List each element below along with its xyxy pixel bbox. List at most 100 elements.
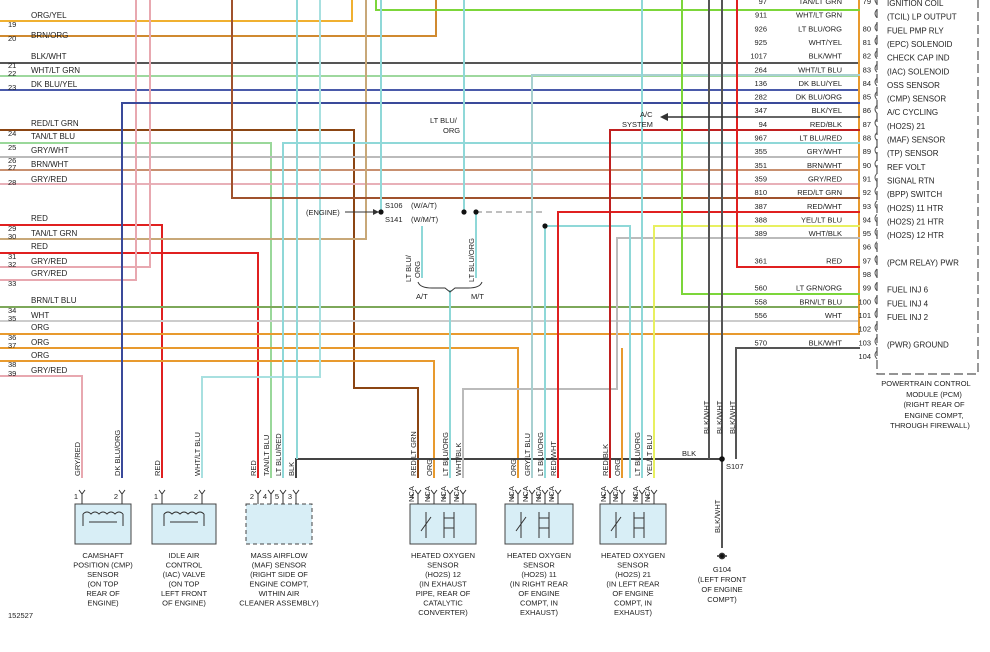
pcm-function: (HO2S) 11 HTR (887, 204, 944, 213)
s141-label: S141 (385, 215, 403, 224)
connector-wire-label: GRY/RED (73, 441, 82, 476)
pcm-pin-bracket (874, 36, 878, 46)
connector-wire-label: BLK (287, 462, 296, 476)
component-caption-line: ENGINE) (87, 599, 119, 608)
left-wire-label: BRN/ORG (31, 31, 68, 40)
pcm-pin-bracket (874, 104, 878, 114)
pcm-pin: 81 (863, 38, 871, 47)
pcm-pin: 97 (863, 256, 871, 265)
pcm-function: OSS SENSOR (887, 81, 940, 90)
g104-line: (LEFT FRONT (698, 575, 747, 584)
at-label: A/T (416, 292, 428, 301)
ac-system-1: A/C (640, 110, 653, 119)
connector-pin-number: 3 (426, 492, 430, 501)
pcm-pin-bracket (874, 9, 878, 19)
left-wire-label: RED/LT GRN (31, 119, 79, 128)
component-caption-line: CLEANER ASSEMBLY) (239, 599, 319, 608)
pcm-pin-bracket (874, 350, 878, 360)
engine-arrow-head (373, 209, 379, 215)
pcm-wire-color: GRY/RED (808, 174, 843, 183)
pcm-pin: 82 (863, 52, 871, 61)
s106-note: (W/A/T) (411, 201, 437, 210)
wire-org-37 (0, 347, 519, 478)
left-wire-number: 37 (8, 341, 16, 350)
right-blk-wht-2: BLK/WHT (715, 400, 724, 434)
connector-nca-label: NCA (611, 486, 620, 502)
wire-red-ltgrn (0, 129, 419, 478)
component-caption-line: (ON TOP (169, 580, 200, 589)
pcm-pin-bracket (874, 309, 878, 319)
pcm-wire-color: BLK/WHT (809, 338, 843, 347)
pcm-pin-bracket (874, 91, 878, 100)
wire-red-pcm (736, 0, 860, 268)
component-caption-line: HEATED OXYGEN (507, 551, 571, 560)
pcm-circuit: 925 (754, 38, 767, 47)
pcm-pin-bracket (874, 159, 878, 169)
pcm-function: FUEL INJ 4 (887, 299, 929, 308)
ac-arrow-head (660, 113, 668, 121)
pcm-circuit: 359 (754, 174, 767, 183)
left-wire-number: 33 (8, 279, 16, 288)
pcm-pin: 93 (863, 202, 871, 211)
pcm-function: (HO2S) 21 HTR (887, 217, 944, 226)
wire-gry-red-33 (0, 0, 137, 281)
left-wire-label: ORG (31, 338, 49, 347)
connector-chevron (78, 489, 86, 495)
pcm-wire-color: GRY/WHT (807, 147, 843, 156)
component-caption-line: IDLE AIR (169, 551, 200, 560)
pcm-pin: 103 (858, 338, 871, 347)
pcm-pin-bracket (874, 254, 878, 264)
pcm-wire-color: BRN/LT BLU (799, 297, 842, 306)
left-wire-label: GRY/RED (31, 366, 68, 375)
pcm-pin: 98 (863, 270, 871, 279)
pcm-wire-color: RED/LT GRN (797, 188, 842, 197)
pcm-pin: 88 (863, 134, 871, 143)
connector-wire-label: LT BLU/ORG (633, 432, 642, 476)
pcm-box (876, 0, 979, 375)
wire-gry-ltblu-11 (531, 74, 860, 478)
left-wire-label: GRY/RED (31, 269, 68, 278)
left-wire-label: WHT (31, 311, 49, 320)
pcm-caption-line: POWERTRAIN CONTROL (881, 379, 970, 388)
pcm-pin-bracket (874, 214, 878, 223)
connector-pin-number: 1 (550, 492, 554, 501)
pcm-circuit: 355 (754, 147, 767, 156)
pcm-circuit: 347 (754, 106, 767, 115)
pcm-pin: 96 (863, 243, 871, 252)
left-wire-number: 28 (8, 178, 16, 187)
pcm-pin-bracket (874, 336, 878, 346)
left-wire-number: 19 (8, 20, 16, 29)
pcm-pin: 94 (863, 215, 871, 224)
pcm-pin: 79 (863, 0, 871, 6)
connector-nca-label: NCA (631, 486, 640, 502)
connector-wire-label: YEL/LT BLU (645, 435, 654, 476)
wire-yel-ltblu-21 (653, 225, 860, 478)
wire-brn-frame (231, 0, 860, 199)
splice-dots (378, 209, 725, 462)
pcm-function: (PCM RELAY) PWR (887, 258, 959, 267)
pcm-pin-bracket (874, 63, 878, 73)
pcm-wire-color: WHT/LT GRN (796, 11, 842, 20)
pcm-circuit: 967 (754, 134, 767, 143)
pcm-pin-bracket (874, 241, 878, 251)
connector-nca-label: NCA (507, 486, 516, 502)
pcm-wire-color: BRN/WHT (807, 161, 842, 170)
connector-wire-label: ORG (425, 459, 434, 476)
blk-wht-vertical: BLK/WHT (713, 499, 722, 533)
left-wire-number: 24 (8, 129, 16, 138)
right-blk-wht-3: BLK/WHT (728, 400, 737, 434)
pcm-circuit: 570 (754, 338, 767, 347)
connector-nca-label: NCA (599, 486, 608, 502)
component-caption-line: CONTROL (166, 561, 203, 570)
component-caption-line: WITHIN AIR (259, 589, 300, 598)
pcm-circuit: 389 (754, 229, 767, 238)
pcm-function: CHECK CAP IND (887, 54, 950, 63)
connector-wire-label: RED/LT GRN (409, 431, 418, 476)
pcm-function: FUEL PMP RLY (887, 26, 944, 35)
pcm-function: IGNITION COIL (887, 0, 944, 8)
connector-pin-number: 2 (634, 492, 638, 501)
left-wire-label: ORG (31, 351, 49, 360)
